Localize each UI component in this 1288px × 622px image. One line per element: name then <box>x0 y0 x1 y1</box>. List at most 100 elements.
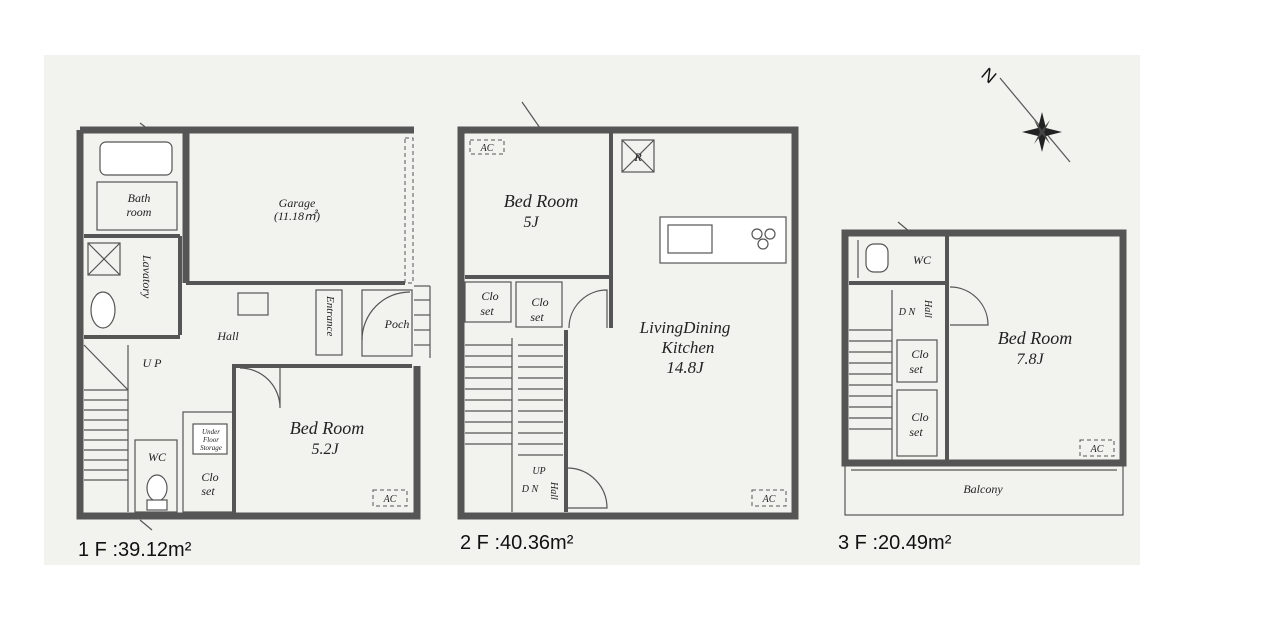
floor3-closet-b-2: set <box>909 425 923 439</box>
ldk-label-2: Kitchen <box>661 338 715 357</box>
floor2-dn-label: D N <box>521 484 540 495</box>
floor-2 <box>457 101 799 520</box>
bedroom-door-swing <box>239 367 281 409</box>
floor2-bedroom-size: 5J <box>523 214 539 231</box>
floor3-ac-box <box>1079 439 1115 457</box>
ldk-label-1: LivingDining <box>639 318 731 337</box>
floor1-bedroom-wall <box>232 364 412 516</box>
floor2-closet-a-box <box>464 281 512 323</box>
floor3-stairs <box>849 290 893 460</box>
floor2-stairs <box>465 330 568 512</box>
floor1-toilet <box>146 474 168 502</box>
floor2-closet-b-1: Clo <box>531 295 548 309</box>
garage-label: Garage <box>279 196 316 210</box>
entrance-label: Entrance <box>324 295 336 336</box>
bath-room-outline <box>96 181 178 231</box>
underfloor-label-1: Under <box>202 428 220 436</box>
bath-label-1: Bath <box>128 191 151 205</box>
balcony-label: Balcony <box>963 482 1003 496</box>
floor3-toilet <box>865 243 889 273</box>
shoe-cabinet <box>237 292 269 316</box>
toilet-tank <box>146 499 168 511</box>
top-door-mark <box>139 122 153 133</box>
stair-winder <box>83 344 129 391</box>
floor2-closet-a-2: set <box>480 304 494 318</box>
floor3-bedroom-label: Bed Room <box>998 328 1072 348</box>
fridge-cross-b <box>621 139 655 173</box>
porch-box <box>361 289 413 357</box>
floor1-bedroom-label: Bed Room <box>290 418 364 438</box>
floor1-wc-outline <box>134 439 178 513</box>
underfloor-storage-box <box>192 423 228 455</box>
bedroom-door-swing <box>949 286 989 326</box>
bathtub <box>99 141 173 176</box>
kitchen-sink <box>667 224 713 254</box>
floor1-closet-outline <box>182 411 234 513</box>
compass-axis <box>999 77 1071 163</box>
garage-area-label: (11.18㎡) <box>274 209 320 223</box>
floor3-ac-label: AC <box>1090 444 1104 455</box>
floor3-closet-a-1: Clo <box>911 347 928 361</box>
floor2-hall-label: Hall <box>548 481 559 500</box>
floor2-ac-bottom-box <box>751 489 787 507</box>
floor-1 <box>76 122 431 531</box>
floor3-closet-a-2: set <box>909 362 923 376</box>
floor1-closet-label-1: Clo <box>201 470 218 484</box>
ldk-size: 14.8J <box>666 358 705 377</box>
floor1-ac-box <box>372 489 408 507</box>
floor1-bedroom-size: 5.2J <box>311 441 339 458</box>
garage-door-dash <box>404 137 414 284</box>
paper-background <box>44 55 1140 565</box>
floor2-outer-wall <box>457 126 799 520</box>
floor3-dn-label: D N <box>898 307 917 318</box>
floor1-stairs <box>83 344 129 512</box>
entrance-box <box>315 289 343 356</box>
burner <box>751 228 763 240</box>
floor3-closet-b-box <box>896 389 938 457</box>
floor2-ac-top-box <box>469 139 505 155</box>
compass-icon <box>999 77 1071 163</box>
lavatory-vent <box>87 242 121 276</box>
floor3-top-door-mark <box>897 221 911 233</box>
porch-label: Poch <box>384 317 410 331</box>
floor2-closet-b-box <box>515 281 563 328</box>
floor1-ac-label: AC <box>383 494 397 505</box>
front-door-mark <box>139 519 153 531</box>
floor3-closet-a-box <box>896 339 938 383</box>
underfloor-label-3: Storage <box>200 444 222 452</box>
underfloor-label-2: Floor <box>202 436 219 444</box>
washbasin <box>90 291 116 329</box>
floor2-ac-bottom-label: AC <box>762 494 776 505</box>
burner <box>757 238 769 250</box>
floor3-hall-label: Hall <box>922 299 933 318</box>
floor2-caption: 2 F :40.36m² <box>460 532 574 554</box>
hall-label: Hall <box>216 329 239 343</box>
porch-door-swing <box>361 291 411 341</box>
floor3-wc-label: WC <box>913 253 932 267</box>
hall-door-swing <box>567 467 608 509</box>
compass-star-inner <box>1034 120 1050 144</box>
floor3-closet-b-1: Clo <box>911 410 928 424</box>
floor1-wc-label: WC <box>148 450 167 464</box>
burner <box>764 228 776 240</box>
ldk-door-swing <box>568 289 608 329</box>
floor2-closet-a-1: Clo <box>481 289 498 303</box>
floor3-caption: 3 F :20.49m² <box>838 532 952 554</box>
floor2-ac-top-label: AC <box>480 143 494 154</box>
floor1-closet-label-2: set <box>201 484 215 498</box>
floor2-closet-b-2: set <box>530 310 544 324</box>
floor1-caption: 1 F :39.12m² <box>78 539 192 561</box>
floor2-top-door-mark <box>521 101 541 129</box>
refrigerator-label: R <box>633 150 642 164</box>
floor2-bedroom-label: Bed Room <box>504 191 578 211</box>
floor3-bedroom-size: 7.8J <box>1016 351 1044 368</box>
up-label: U P <box>143 356 163 370</box>
lavatory-label: Lavatory <box>140 254 154 299</box>
floor-3 <box>841 221 1127 516</box>
vent-cross-b <box>87 242 121 276</box>
floor2-up-label: UP <box>532 466 545 477</box>
bath-label-2: room <box>127 205 152 219</box>
balcony-outline <box>844 462 1124 516</box>
refrigerator-box <box>621 139 655 173</box>
